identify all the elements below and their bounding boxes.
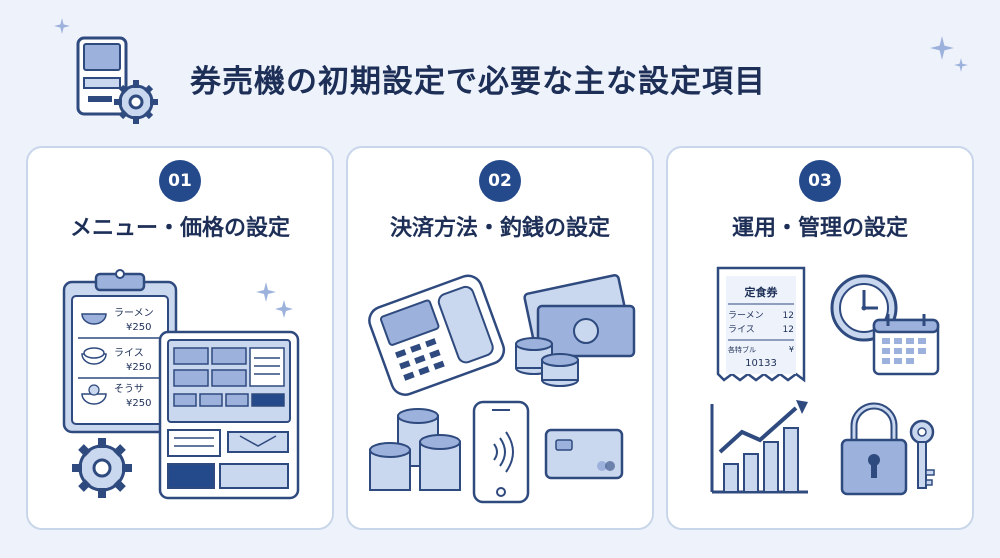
smartphone-nfc-icon (472, 400, 530, 504)
payment-illustration (368, 274, 636, 504)
clipboard-menu-icon: ラーメン ¥250 ライス ¥250 そうサ ¥250 (62, 269, 178, 434)
bowl-icon (81, 313, 107, 325)
menu-item-price: ¥250 (126, 398, 151, 409)
section-heading: 運用・管理の設定 (731, 216, 908, 241)
menu-item-price: ¥250 (126, 362, 151, 373)
coin-stack-icon (515, 337, 579, 387)
ticket-footer-currency: ¥ (789, 345, 794, 354)
section-number-badge: 03 (799, 160, 841, 202)
section-menu-price: 01 メニュー・価格の設定 ラーメン ¥250 ライス ¥250 そうサ ¥25… (26, 146, 334, 530)
sparkle-icon (54, 18, 70, 34)
ticket-item-name: ラーメン (728, 310, 764, 321)
section-payment-change: 02 決済方法・釣銭の設定 (346, 146, 654, 530)
ticket-machine-gear-icon (76, 36, 158, 124)
ticket-title: 定食券 (745, 285, 779, 299)
ticket-total: 10133 (745, 358, 777, 369)
section-operation-management: 03 運用・管理の設定 定食券 ラーメン 12 ライス 12 各特ブル ¥ 10… (666, 146, 974, 530)
menu-item-name: ライス (114, 347, 144, 359)
section-number-badge: 02 (479, 160, 521, 202)
banknotes-icon (523, 274, 636, 358)
sparkle-icon (256, 282, 276, 302)
credit-card-icon (544, 428, 624, 480)
sparkle-icon (954, 58, 968, 72)
growth-chart-icon (710, 400, 808, 494)
side-dish-icon (81, 384, 107, 405)
sparkle-icon (275, 300, 293, 318)
ticket-footer-label: 各特ブル (728, 345, 756, 354)
menu-item-price: ¥250 (126, 322, 151, 333)
coin-stack-icon (369, 408, 461, 491)
receipt-icon: 定食券 ラーメン 12 ライス 12 各特ブル ¥ 10133 (716, 266, 806, 383)
rice-icon (81, 347, 107, 365)
menu-price-illustration: ラーメン ¥250 ライス ¥250 そうサ ¥250 (62, 269, 300, 500)
ticket-item-qty: 12 (783, 325, 794, 335)
menu-item-name: ラーメン (114, 307, 154, 319)
ticket-item-qty: 12 (783, 311, 794, 321)
ticket-item-name: ライス (728, 324, 755, 335)
page-title: 券売機の初期設定で必要な主な設定項目 (190, 64, 766, 100)
section-number-badge: 01 (159, 160, 201, 202)
padlock-icon (840, 402, 908, 496)
calendar-icon (872, 314, 940, 376)
key-icon (909, 419, 935, 489)
operation-illustration: 定食券 ラーメン 12 ライス 12 各特ブル ¥ 10133 (710, 266, 940, 496)
gear-icon (72, 438, 132, 498)
menu-item-name: そうサ (114, 383, 144, 395)
section-heading: メニュー・価格の設定 (69, 216, 290, 241)
card-terminal-icon (368, 274, 506, 396)
sparkle-icon (930, 36, 954, 60)
section-heading: 決済方法・釣銭の設定 (389, 216, 610, 241)
ticket-machine-screen-icon (158, 330, 300, 500)
